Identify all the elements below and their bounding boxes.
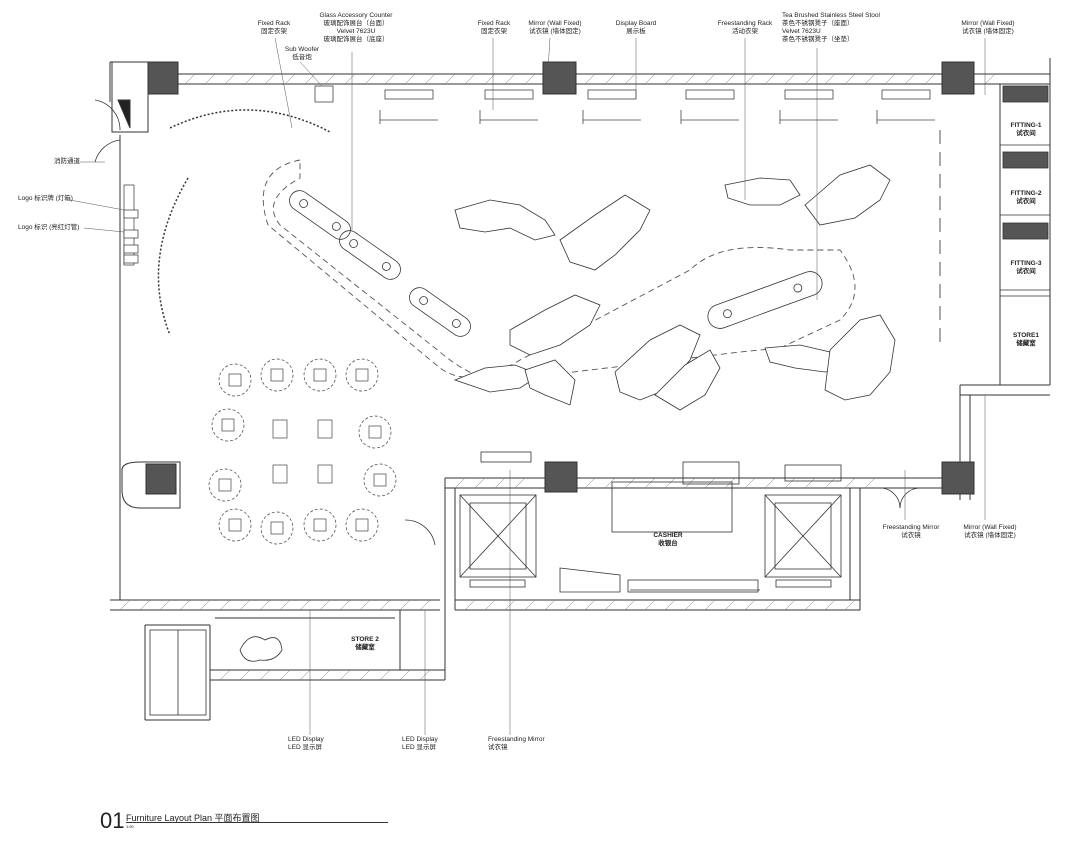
wall-left	[109, 61, 440, 611]
lift-boxes	[459, 494, 842, 588]
leader-lines	[69, 37, 986, 735]
structural-columns	[145, 61, 975, 495]
doors	[94, 99, 921, 546]
glass-counter-path	[262, 159, 856, 383]
fitting-rooms	[1000, 85, 1050, 297]
label-mirror-top-right: Mirror (Wall Fixed)试衣镜 (墙体固定)	[961, 20, 1015, 35]
freestanding-racks	[453, 164, 896, 411]
label-mirror-top: Mirror (Wall Fixed)试衣镜 (墙体固定)	[528, 20, 582, 35]
drawing-number: 01	[100, 808, 125, 833]
label-fire-exit: 消防通道	[54, 158, 80, 165]
pillar-surround	[121, 461, 181, 509]
drawing-scale: 1:50	[126, 824, 134, 829]
stool-seating	[208, 358, 397, 545]
wall-hatch	[119, 73, 996, 681]
wall-top	[178, 58, 1051, 85]
cashier-area	[480, 451, 842, 593]
label-logo-1: Logo 标识牌 (灯箱)	[18, 195, 73, 202]
entrance-pillar	[111, 61, 149, 133]
wall-right	[959, 84, 1051, 500]
wall-racks	[314, 85, 935, 124]
wall-bottom	[144, 477, 960, 721]
label-mirror-right: Mirror (Wall Fixed)试衣镜 (墙体固定)	[963, 524, 1017, 539]
logo-signs	[123, 184, 139, 266]
drawing-title-text: Furniture Layout Plan 平面布置图	[126, 813, 260, 823]
glass-counters	[289, 190, 823, 337]
title-underline	[126, 822, 388, 823]
label-logo-2: Logo 标识 (亮红灯管)	[18, 224, 80, 231]
store-2-items	[149, 629, 283, 716]
curved-racks	[157, 109, 331, 336]
